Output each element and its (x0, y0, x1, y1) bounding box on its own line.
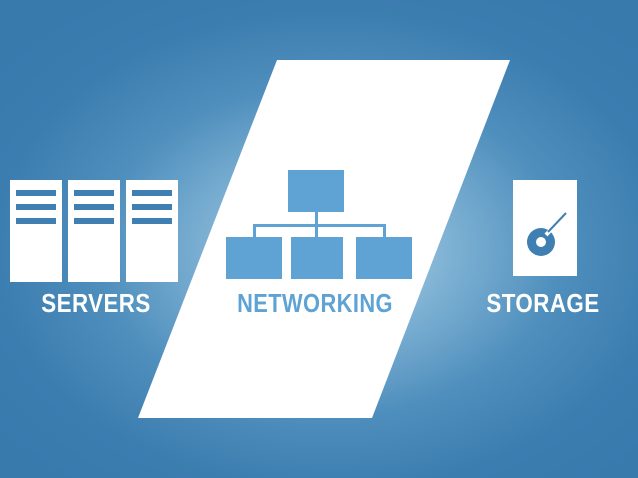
hard-drive-icon (513, 180, 577, 276)
server-unit (10, 180, 62, 282)
server-unit (68, 180, 120, 282)
network-child-node (356, 237, 412, 279)
network-root-node (288, 170, 344, 212)
servers-label: SERVERS (41, 288, 151, 318)
network-hierarchy-icon (226, 170, 412, 279)
server-rack-icon (10, 180, 178, 282)
networking-label: NETWORKING (237, 288, 393, 318)
network-child-node (226, 237, 282, 279)
server-unit (126, 180, 178, 282)
storage-label: STORAGE (486, 288, 600, 318)
network-child-node (291, 237, 343, 279)
